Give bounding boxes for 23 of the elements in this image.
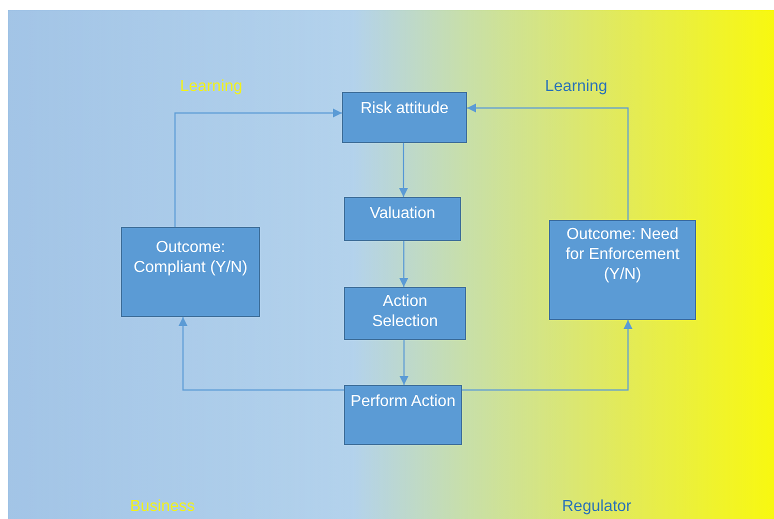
box-text: Perform Action xyxy=(350,392,456,412)
arrow xyxy=(399,143,408,197)
arrow xyxy=(174,108,342,227)
section-title: Regulator xyxy=(562,498,632,516)
process-box xyxy=(344,197,461,241)
arrow xyxy=(178,317,344,391)
box-text: Outcome: Need for Enforcement (Y/N) xyxy=(564,225,680,285)
arrow xyxy=(399,241,408,287)
section-label: Learning xyxy=(180,78,242,96)
process-box xyxy=(549,220,696,320)
section-label: Learning xyxy=(545,78,608,96)
box-text: Risk attitude xyxy=(359,99,450,119)
box-text: Valuation xyxy=(368,204,436,224)
process-box xyxy=(344,385,462,445)
arrow xyxy=(467,104,629,220)
process-box xyxy=(121,227,260,317)
arrow xyxy=(400,340,408,385)
arrow xyxy=(462,320,632,391)
process-box xyxy=(344,287,466,340)
box-text: Action Selection xyxy=(371,292,439,332)
box-text: Outcome: Compliant (Y/N) xyxy=(132,238,248,278)
section-title: Business xyxy=(130,498,195,516)
process-box xyxy=(342,92,467,143)
